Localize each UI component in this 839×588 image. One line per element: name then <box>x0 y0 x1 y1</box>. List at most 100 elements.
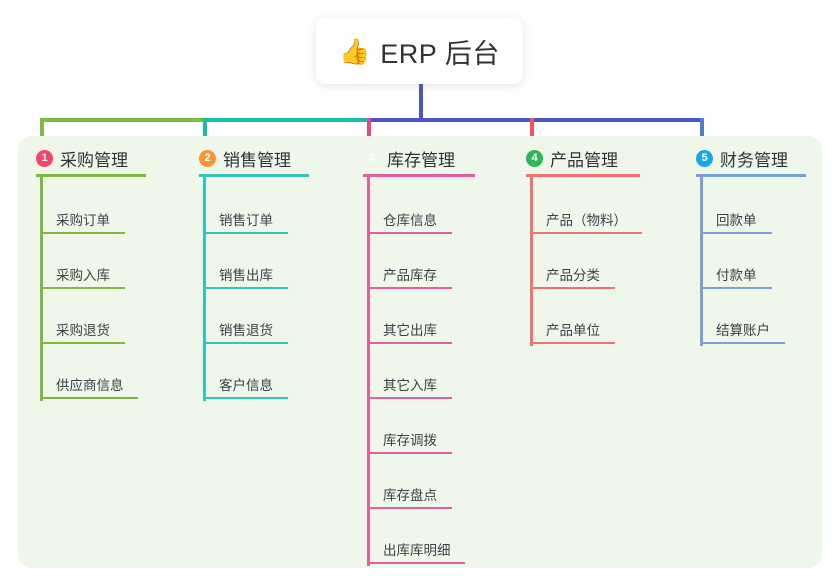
tree-item[interactable]: 采购订单 <box>40 200 125 234</box>
tree-item-rule <box>367 562 465 564</box>
tree-item[interactable]: 销售出库 <box>203 255 288 289</box>
tree-item-rule <box>203 287 288 289</box>
tree-item-label: 产品（物料） <box>546 213 627 228</box>
tree-item-label: 其它入库 <box>383 378 437 393</box>
bus-segment-3 <box>367 118 534 122</box>
column-header-1[interactable]: 1 采购管理 <box>36 146 128 171</box>
tree-item-label: 其它出库 <box>383 323 437 338</box>
tree-item[interactable]: 其它入库 <box>367 365 452 399</box>
column-badge-4: 4 <box>526 150 543 167</box>
tree-item-rule <box>203 232 288 234</box>
tree-item[interactable]: 销售退货 <box>203 310 288 344</box>
bus-segment-4 <box>530 118 704 122</box>
column-title-4: 产品管理 <box>550 151 618 170</box>
tree-item[interactable]: 结算账户 <box>700 310 785 344</box>
tree-item-rule <box>367 342 452 344</box>
drop-line-3 <box>367 118 371 148</box>
tree-item-rule <box>367 287 452 289</box>
bus-segment-1 <box>40 118 207 122</box>
column-underline-5 <box>696 174 806 177</box>
tree-item-label: 销售出库 <box>219 268 273 283</box>
tree-item[interactable]: 产品单位 <box>530 310 615 344</box>
tree-item-label: 仓库信息 <box>383 213 437 228</box>
tree-item[interactable]: 采购退货 <box>40 310 125 344</box>
drop-line-4 <box>530 118 534 148</box>
thumbs-up-icon: 👍 <box>339 37 371 66</box>
column-underline-2 <box>199 174 309 177</box>
tree-item-rule <box>40 287 125 289</box>
column-badge-5: 5 <box>696 150 713 167</box>
column-title-3: 库存管理 <box>387 151 455 170</box>
column-underline-3 <box>363 174 475 177</box>
drop-line-5 <box>700 118 704 148</box>
root-node-title: ERP 后台 <box>380 38 500 69</box>
tree-item[interactable]: 库存调拨 <box>367 420 452 454</box>
column-underline-1 <box>36 174 146 177</box>
tree-item-rule <box>367 397 452 399</box>
bus-segment-2 <box>203 118 371 122</box>
tree-item-rule <box>530 232 642 234</box>
column-header-5[interactable]: 5 财务管理 <box>696 146 788 171</box>
tree-item-label: 库存盘点 <box>383 488 437 503</box>
tree-item[interactable]: 供应商信息 <box>40 365 138 399</box>
branch-panel: 1 采购管理采购订单采购入库采购退货供应商信息 2 销售管理销售订单销售出库销售退货客… <box>18 136 822 568</box>
column-header-3[interactable]: 3 库存管理 <box>363 146 455 171</box>
tree-item-label: 采购退货 <box>56 323 110 338</box>
column-badge-2: 2 <box>199 150 216 167</box>
tree-item[interactable]: 仓库信息 <box>367 200 452 234</box>
column-spine-3 <box>367 176 370 566</box>
tree-item-rule <box>530 287 615 289</box>
tree-item[interactable]: 回款单 <box>700 200 772 234</box>
tree-item-label: 销售订单 <box>219 213 273 228</box>
tree-item[interactable]: 出库库明细 <box>367 530 465 564</box>
column-header-4[interactable]: 4 产品管理 <box>526 146 618 171</box>
column-title-5: 财务管理 <box>720 151 788 170</box>
column-spine-4 <box>530 176 533 346</box>
column-badge-1: 1 <box>36 150 53 167</box>
tree-item-rule <box>40 342 125 344</box>
tree-item-label: 结算账户 <box>716 323 770 338</box>
tree-item-label: 销售退货 <box>219 323 273 338</box>
tree-item-label: 库存调拨 <box>383 433 437 448</box>
column-spine-5 <box>700 176 703 346</box>
tree-item-label: 出库库明细 <box>383 543 451 558</box>
column-title-2: 销售管理 <box>223 151 291 170</box>
drop-line-1 <box>40 118 44 148</box>
tree-item-label: 产品单位 <box>546 323 600 338</box>
tree-item[interactable]: 其它出库 <box>367 310 452 344</box>
tree-item-rule <box>203 342 288 344</box>
tree-item-rule <box>367 452 452 454</box>
root-connector-stem <box>419 84 423 120</box>
tree-item[interactable]: 产品（物料） <box>530 200 642 234</box>
tree-item-rule <box>367 507 452 509</box>
tree-item-label: 产品分类 <box>546 268 600 283</box>
column-title-1: 采购管理 <box>60 151 128 170</box>
drop-line-2 <box>203 118 207 148</box>
tree-item[interactable]: 付款单 <box>700 255 772 289</box>
tree-item-rule <box>700 232 772 234</box>
tree-item-rule <box>203 397 288 399</box>
tree-item-label: 客户信息 <box>219 378 273 393</box>
tree-item[interactable]: 采购入库 <box>40 255 125 289</box>
tree-item[interactable]: 销售订单 <box>203 200 288 234</box>
tree-item[interactable]: 产品库存 <box>367 255 452 289</box>
tree-item-rule <box>700 287 772 289</box>
tree-item-rule <box>367 232 452 234</box>
tree-item-rule <box>530 342 615 344</box>
tree-item-label: 采购入库 <box>56 268 110 283</box>
tree-item-label: 回款单 <box>716 213 757 228</box>
tree-item-label: 产品库存 <box>383 268 437 283</box>
tree-item-label: 付款单 <box>716 268 757 283</box>
tree-item[interactable]: 库存盘点 <box>367 475 452 509</box>
root-node-card[interactable]: 👍 ERP 后台 <box>316 18 523 84</box>
tree-item-label: 采购订单 <box>56 213 110 228</box>
column-badge-3: 3 <box>368 152 375 164</box>
column-underline-4 <box>526 174 640 177</box>
tree-item[interactable]: 产品分类 <box>530 255 615 289</box>
tree-item-rule <box>700 342 785 344</box>
tree-item-rule <box>40 397 138 399</box>
column-header-2[interactable]: 2 销售管理 <box>199 146 291 171</box>
tree-item-label: 供应商信息 <box>56 378 124 393</box>
tree-item[interactable]: 客户信息 <box>203 365 288 399</box>
